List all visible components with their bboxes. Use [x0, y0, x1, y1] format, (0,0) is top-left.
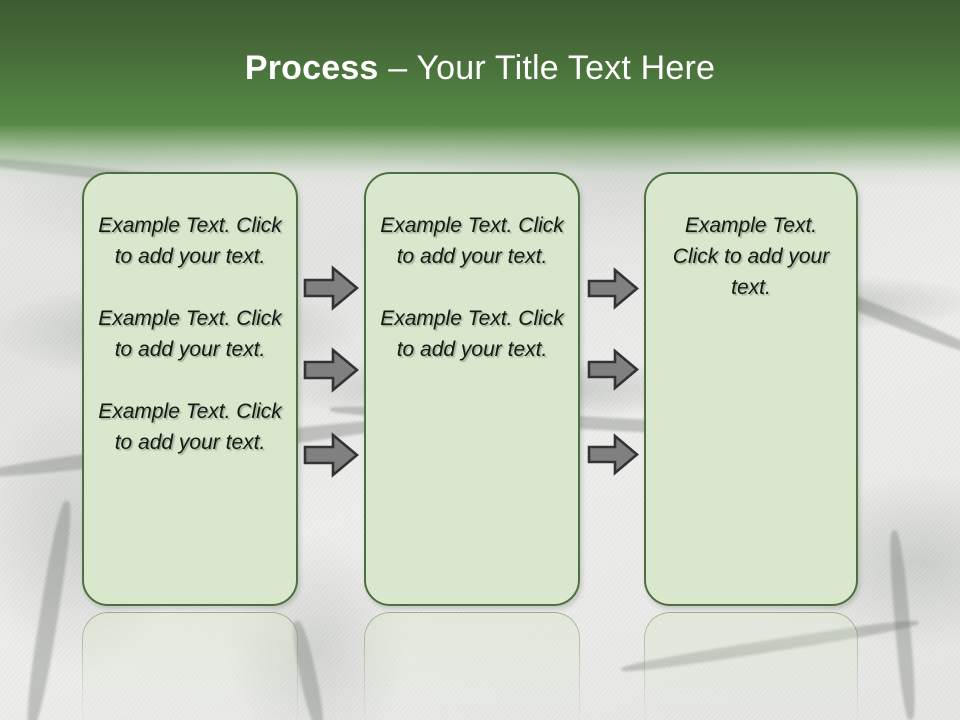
box-2-reflection — [364, 612, 580, 720]
process-box-2-text: Example Text. Click to add your text. Ex… — [380, 210, 564, 365]
page-title-separator: – — [378, 49, 417, 87]
page-title-bold: Process — [244, 49, 379, 87]
process-box-3-paragraph-1: Example Text. Click to add your text. — [672, 214, 830, 299]
header-band — [0, 0, 960, 126]
arrow-right-icon[interactable] — [303, 432, 360, 478]
process-box-2-paragraph-2: Example Text. Click to add your text. — [380, 307, 564, 361]
process-box-1-paragraph-3: Example Text. Click to add your text. — [98, 400, 282, 454]
process-box-2-paragraph-1: Example Text. Click to add your text. — [380, 214, 564, 268]
process-box-1-paragraph-2: Example Text. Click to add your text. — [98, 307, 282, 361]
process-box-3-text: Example Text. Click to add your text. — [660, 210, 842, 303]
page-title-rest: Your Title Text Here — [416, 49, 716, 87]
arrow-right-icon[interactable] — [587, 433, 640, 476]
arrow-right-icon[interactable] — [587, 348, 640, 391]
box-1-reflection — [82, 612, 298, 720]
process-box-1-paragraph-1: Example Text. Click to add your text. — [98, 214, 282, 268]
arrow-right-icon[interactable] — [303, 265, 360, 311]
page-title: Process – Your Title Text Here — [0, 48, 960, 88]
arrow-right-icon[interactable] — [303, 347, 360, 393]
process-box-1-text: Example Text. Click to add your text. Ex… — [98, 210, 282, 458]
box-3-reflection — [644, 612, 858, 720]
process-box-2[interactable]: Example Text. Click to add your text. Ex… — [364, 172, 580, 606]
process-box-3[interactable]: Example Text. Click to add your text. — [644, 172, 858, 606]
arrow-right-icon[interactable] — [587, 267, 640, 310]
process-box-1[interactable]: Example Text. Click to add your text. Ex… — [82, 172, 298, 606]
